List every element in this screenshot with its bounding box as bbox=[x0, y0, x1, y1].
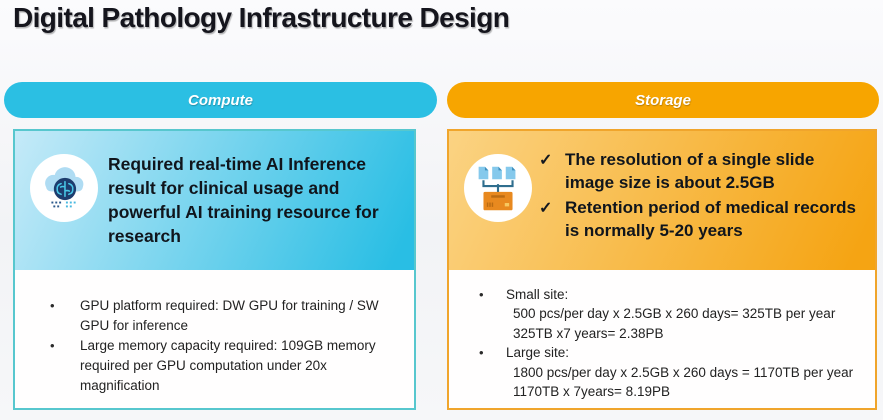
data-archive-icon bbox=[464, 154, 532, 222]
storage-checklist: ✓ The resolution of a single slide image… bbox=[539, 149, 867, 245]
ai-cloud-icon bbox=[30, 154, 98, 222]
checkmark-icon: ✓ bbox=[539, 200, 553, 218]
storage-bullet-line: 1170TB x 7years= 8.19PB bbox=[513, 384, 670, 400]
bullet-icon: • bbox=[479, 345, 484, 361]
storage-check-text: The resolution of a single slide image s… bbox=[565, 150, 815, 192]
compute-card-highlight-section: Required real-time AI Inference result f… bbox=[15, 131, 414, 270]
storage-header-label: Storage bbox=[635, 91, 691, 109]
list-item: • GPU platform required: DW GPU for trai… bbox=[50, 296, 396, 336]
compute-card-detail-section: • GPU platform required: DW GPU for trai… bbox=[15, 270, 414, 408]
bullet-icon: • bbox=[50, 298, 55, 313]
storage-bullet-line: 1800 pcs/per day x 2.5GB x 260 days = 11… bbox=[513, 364, 854, 380]
list-item: • Small site: 500 pcs/per day x 2.5GB x … bbox=[479, 285, 863, 343]
page-title: Digital Pathology Infrastructure Design bbox=[13, 2, 510, 33]
list-item: • Large memory capacity required: 109GB … bbox=[50, 336, 396, 396]
compute-header-label: Compute bbox=[188, 91, 253, 109]
compute-card: Required real-time AI Inference result f… bbox=[13, 129, 416, 410]
bullet-icon: • bbox=[479, 287, 484, 302]
compute-header-pill: Compute bbox=[4, 82, 437, 118]
storage-bullet-label: Large site: bbox=[506, 345, 570, 361]
storage-bullet-line: 500 pcs/per day x 2.5GB x 260 days= 325T… bbox=[513, 306, 836, 322]
bullet-icon: • bbox=[50, 337, 55, 353]
storage-card: ✓ The resolution of a single slide image… bbox=[447, 129, 877, 410]
compute-bullet-text: Large memory capacity required: 109GB me… bbox=[80, 337, 376, 393]
storage-bullet-line: 325TB x7 years= 2.38PB bbox=[513, 325, 664, 341]
storage-bullet-body: Small site: 500 pcs/per day x 2.5GB x 26… bbox=[506, 285, 835, 343]
storage-card-detail-section: • Small site: 500 pcs/per day x 2.5GB x … bbox=[449, 270, 875, 408]
storage-card-highlight-section: ✓ The resolution of a single slide image… bbox=[449, 131, 875, 270]
compute-headline: Required real-time AI Inference result f… bbox=[108, 154, 379, 246]
list-item: ✓ Retention period of medical records is… bbox=[539, 197, 867, 242]
storage-header-pill: Storage bbox=[447, 82, 879, 118]
checkmark-icon: ✓ bbox=[539, 152, 553, 169]
list-item: ✓ The resolution of a single slide image… bbox=[539, 149, 867, 194]
storage-bullet-body: Large site: 1800 pcs/per day x 2.5GB x 2… bbox=[506, 343, 853, 401]
compute-bullet-text: GPU platform required: DW GPU for traini… bbox=[80, 298, 379, 333]
storage-bullet-label: Small site: bbox=[506, 287, 569, 302]
list-item: • Large site: 1800 pcs/per day x 2.5GB x… bbox=[479, 343, 863, 401]
storage-check-text: Retention period of medical records is n… bbox=[565, 198, 856, 240]
